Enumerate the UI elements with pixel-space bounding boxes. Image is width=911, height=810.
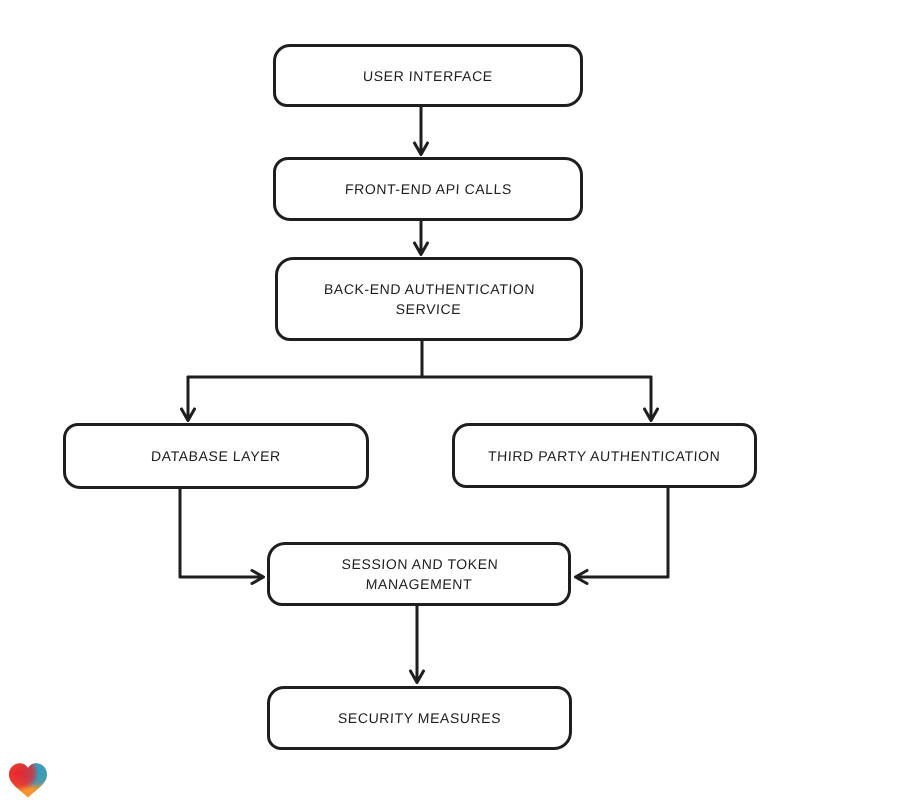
edge-user-interface-to-front-end bbox=[413, 105, 429, 156]
edge-database-to-session bbox=[178, 487, 265, 585]
edge-back-end-branch bbox=[180, 339, 659, 422]
node-session-and-token-management-label: SESSION AND TOKEN MANAGEMENT bbox=[340, 556, 499, 592]
gradient-heart-logo-icon[interactable] bbox=[9, 762, 47, 800]
node-user-interface-label: USER INTERFACE bbox=[362, 67, 494, 84]
node-session-and-token-management: SESSION AND TOKEN MANAGEMENT bbox=[267, 542, 571, 606]
node-third-party-authentication-label: THIRD PARTY AUTHENTICATION bbox=[487, 447, 722, 464]
node-front-end-api-calls-label: FRONT-END API CALLS bbox=[344, 181, 512, 197]
edge-session-to-security bbox=[409, 604, 425, 684]
edge-third-party-to-session bbox=[574, 486, 670, 585]
node-third-party-authentication: THIRD PARTY AUTHENTICATION bbox=[452, 423, 757, 488]
node-front-end-api-calls: FRONT-END API CALLS bbox=[273, 157, 583, 221]
node-back-end-authentication-service-label: BACK-END AUTHENTICATION SERVICE bbox=[323, 281, 536, 317]
node-security-measures-label: SECURITY MEASURES bbox=[337, 710, 502, 726]
node-user-interface: USER INTERFACE bbox=[273, 44, 583, 107]
node-database-layer-label: DATABASE LAYER bbox=[150, 448, 282, 464]
node-back-end-authentication-service: BACK-END AUTHENTICATION SERVICE bbox=[275, 257, 583, 341]
node-database-layer: DATABASE LAYER bbox=[63, 423, 369, 489]
edge-front-end-to-back-end bbox=[413, 219, 429, 256]
node-security-measures: SECURITY MEASURES bbox=[267, 686, 572, 750]
